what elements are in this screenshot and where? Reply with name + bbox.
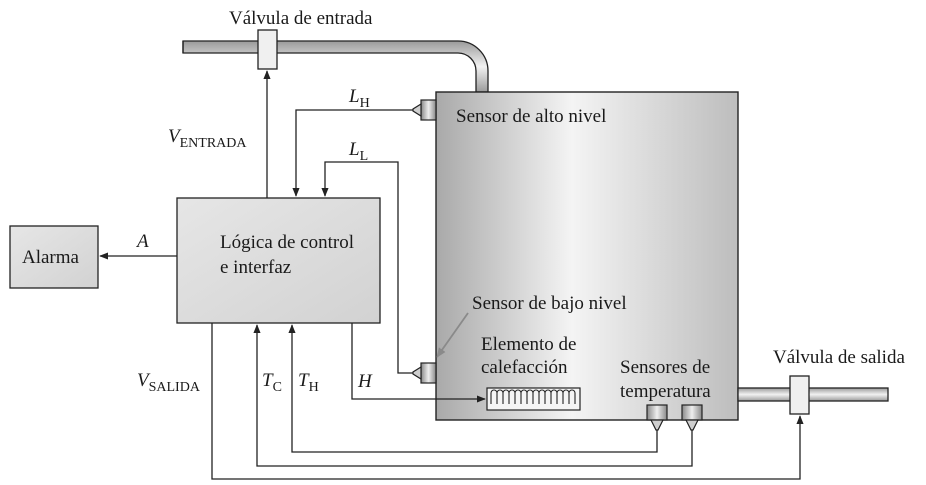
th-signal-line: [288, 324, 658, 453]
ll-label: LL: [348, 139, 368, 164]
outlet-valve: [789, 375, 810, 415]
inlet-valve-label: Válvula de entrada: [229, 8, 373, 29]
heat-signal-label: H: [357, 371, 373, 392]
temperature-sensors-label-line2: temperatura: [620, 381, 711, 402]
high-level-sensor: [412, 99, 437, 121]
control-logic-label-line1: Lógica de control: [220, 232, 354, 253]
inlet-valve: [257, 29, 278, 70]
low-level-sensor: [412, 362, 437, 384]
tc-label: TC: [262, 370, 282, 395]
heating-element: [486, 387, 581, 411]
alarm-box: [9, 225, 99, 289]
heating-element-label-line1: Elemento de: [481, 334, 577, 355]
alarm-signal-label: A: [135, 231, 149, 252]
heat-signal-line: [351, 323, 486, 403]
v-entrada-label: VENTRADA: [168, 126, 247, 151]
temperature-sensor-cold: [646, 404, 668, 431]
outlet-pipe: [737, 387, 889, 402]
outlet-valve-label: Válvula de salida: [773, 347, 905, 368]
high-level-sensor-label: Sensor de alto nivel: [456, 106, 606, 127]
control-logic-label-line2: e interfaz: [220, 257, 291, 278]
low-level-sensor-pointer: [436, 312, 469, 358]
th-label: TH: [298, 370, 319, 395]
tc-signal-line: [253, 324, 693, 467]
outlet-valve-signal-line: [211, 323, 804, 480]
tank: [435, 91, 739, 421]
v-salida-label: VSALIDA: [137, 370, 201, 395]
control-logic-box: [176, 197, 381, 324]
temperature-sensor-hot: [681, 404, 703, 431]
alarm-label: Alarma: [22, 247, 80, 268]
temperature-sensors-label-line1: Sensores de: [620, 357, 710, 378]
lh-signal-line: [292, 109, 413, 197]
inlet-pipe: [182, 40, 489, 93]
heating-element-label-line2: calefacción: [481, 357, 568, 378]
ll-signal-line: [321, 161, 413, 374]
lh-label: LH: [348, 86, 370, 111]
low-level-sensor-label: Sensor de bajo nivel: [472, 293, 627, 314]
